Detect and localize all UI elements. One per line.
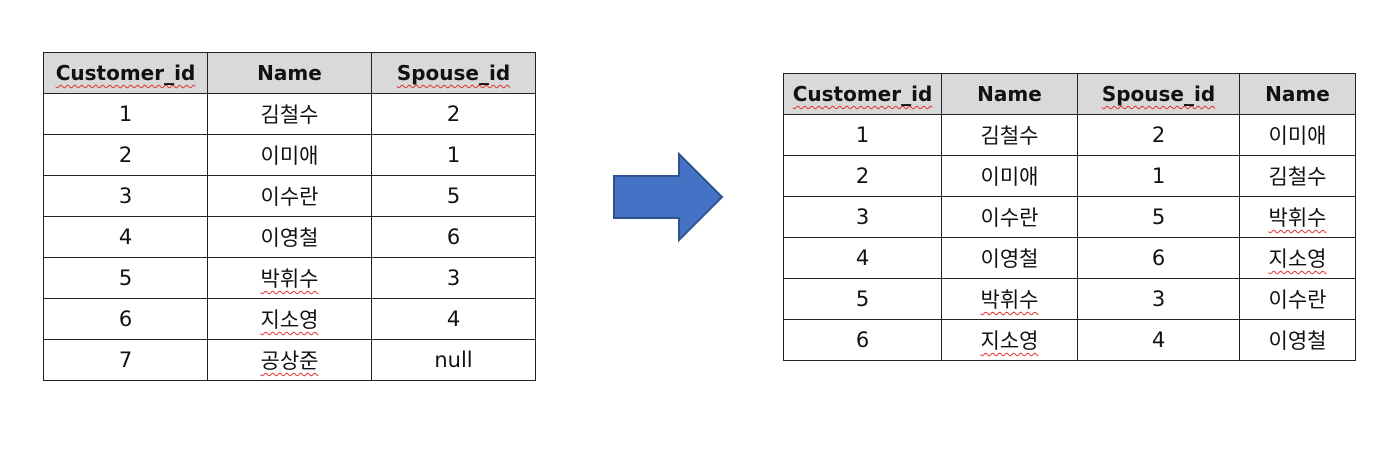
header-cell-spouse-name: Name <box>1239 73 1356 115</box>
cell-customer-id: 2 <box>783 155 942 197</box>
cell-spouse-name: 이영철 <box>1239 319 1356 361</box>
cell-name: 이미애 <box>207 134 372 176</box>
header-cell-spouse-id: Spouse_id <box>1077 73 1240 115</box>
table-row: 1 김철수 2 이미애 <box>783 114 1356 156</box>
cell-spouse-id: 3 <box>1077 278 1240 320</box>
table-row: 5 박휘수 3 이수란 <box>783 278 1356 320</box>
cell-spouse-id: 5 <box>371 175 536 217</box>
cell-name: 이미애 <box>941 155 1078 197</box>
cell-name-text: 지소영 <box>260 308 319 332</box>
cell-name-text: 지소영 <box>980 329 1039 353</box>
cell-spouse-id: 5 <box>1077 196 1240 238</box>
cell-name-text: 박휘수 <box>980 288 1039 312</box>
cell-spouse-id: 2 <box>371 93 536 135</box>
cell-spouse-id: 1 <box>1077 155 1240 197</box>
cell-spouse-name-text: 지소영 <box>1268 247 1327 271</box>
arrow-shape <box>613 152 724 243</box>
header-cell-spouse-id: Spouse_id <box>371 52 536 94</box>
header-row: Customer_id Name Spouse_id Name <box>783 73 1356 115</box>
header-label: Name <box>257 61 322 85</box>
cell-customer-id: 6 <box>43 298 208 340</box>
cell-name: 공상준 <box>207 339 372 381</box>
result-table: Customer_id Name Spouse_id Name 1 김철수 2 … <box>783 73 1356 361</box>
cell-spouse-id: 3 <box>371 257 536 299</box>
cell-customer-id: 5 <box>43 257 208 299</box>
header-cell-name: Name <box>941 73 1078 115</box>
cell-customer-id: 3 <box>783 196 942 238</box>
table-row: 6 지소영 4 <box>43 298 536 340</box>
cell-name: 지소영 <box>207 298 372 340</box>
cell-customer-id: 4 <box>783 237 942 279</box>
cell-spouse-id: null <box>371 339 536 381</box>
cell-name: 김철수 <box>207 93 372 135</box>
table-row: 3 이수란 5 박휘수 <box>783 196 1356 238</box>
cell-name: 박휘수 <box>941 278 1078 320</box>
cell-spouse-id: 4 <box>1077 319 1240 361</box>
cell-spouse-name: 박휘수 <box>1239 196 1356 238</box>
table-row: 3 이수란 5 <box>43 175 536 217</box>
header-cell-customer-id: Customer_id <box>43 52 208 94</box>
source-table: Customer_id Name Spouse_id 1 김철수 2 2 이미애… <box>43 52 536 381</box>
right-arrow-icon <box>613 152 724 243</box>
cell-name: 박휘수 <box>207 257 372 299</box>
cell-spouse-id: 6 <box>371 216 536 258</box>
header-cell-name: Name <box>207 52 372 94</box>
table-row: 2 이미애 1 <box>43 134 536 176</box>
cell-spouse-name: 이미애 <box>1239 114 1356 156</box>
table-row: 7 공상준 null <box>43 339 536 381</box>
cell-name: 이영철 <box>207 216 372 258</box>
cell-spouse-id: 1 <box>371 134 536 176</box>
cell-spouse-id: 6 <box>1077 237 1240 279</box>
cell-spouse-id: 2 <box>1077 114 1240 156</box>
cell-spouse-name-text: 박휘수 <box>1268 206 1327 230</box>
table-row: 4 이영철 6 지소영 <box>783 237 1356 279</box>
header-label: Spouse_id <box>396 61 511 85</box>
cell-customer-id: 5 <box>783 278 942 320</box>
cell-name: 이영철 <box>941 237 1078 279</box>
header-label: Name <box>1265 82 1330 106</box>
cell-spouse-name: 김철수 <box>1239 155 1356 197</box>
cell-customer-id: 1 <box>43 93 208 135</box>
header-cell-customer-id: Customer_id <box>783 73 942 115</box>
cell-name-text: 공상준 <box>260 349 319 373</box>
cell-customer-id: 3 <box>43 175 208 217</box>
table-row: 5 박휘수 3 <box>43 257 536 299</box>
header-label: Name <box>977 82 1042 106</box>
cell-name-text: 박휘수 <box>260 267 319 291</box>
table-row: 4 이영철 6 <box>43 216 536 258</box>
cell-name: 김철수 <box>941 114 1078 156</box>
header-label: Spouse_id <box>1101 82 1216 106</box>
cell-customer-id: 7 <box>43 339 208 381</box>
cell-customer-id: 6 <box>783 319 942 361</box>
cell-name: 이수란 <box>941 196 1078 238</box>
table-row: 1 김철수 2 <box>43 93 536 135</box>
cell-spouse-name: 이수란 <box>1239 278 1356 320</box>
cell-name: 이수란 <box>207 175 372 217</box>
table-row: 6 지소영 4 이영철 <box>783 319 1356 361</box>
cell-customer-id: 2 <box>43 134 208 176</box>
header-row: Customer_id Name Spouse_id <box>43 52 536 94</box>
header-label: Customer_id <box>55 61 196 85</box>
cell-spouse-name: 지소영 <box>1239 237 1356 279</box>
cell-name: 지소영 <box>941 319 1078 361</box>
cell-spouse-id: 4 <box>371 298 536 340</box>
header-label: Customer_id <box>792 82 933 106</box>
cell-customer-id: 4 <box>43 216 208 258</box>
table-row: 2 이미애 1 김철수 <box>783 155 1356 197</box>
cell-customer-id: 1 <box>783 114 942 156</box>
